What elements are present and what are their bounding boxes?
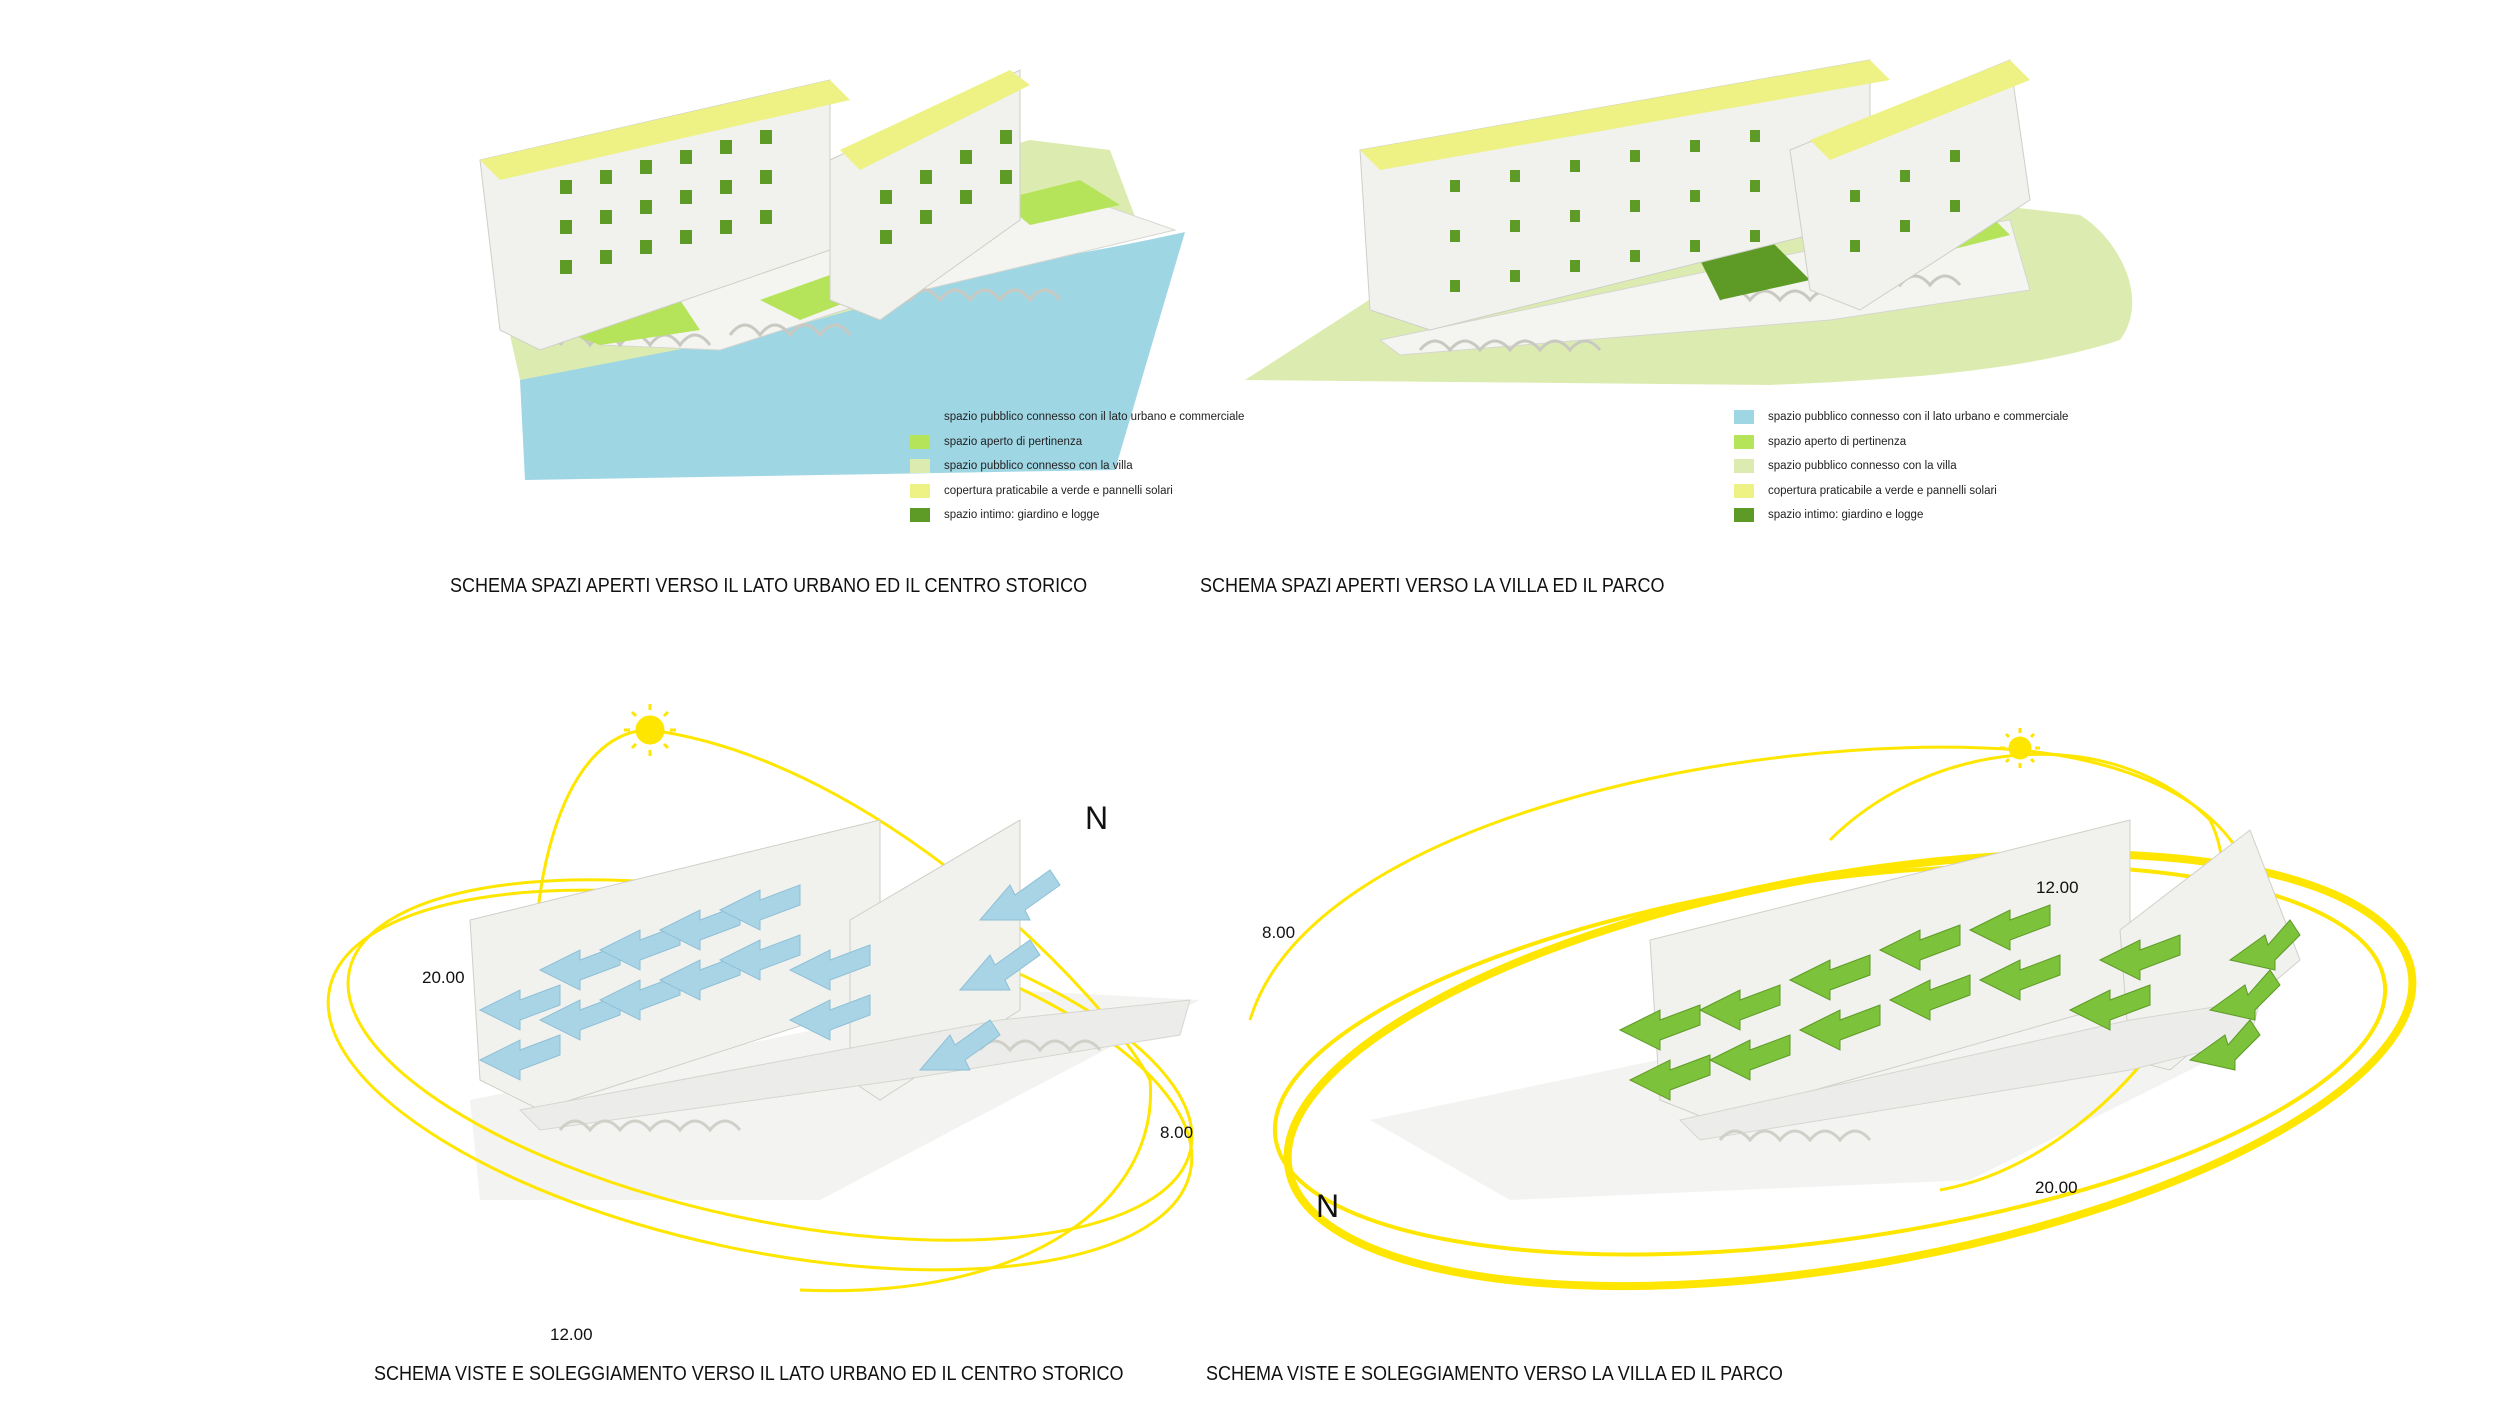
legend-label: copertura praticabile a verde e pannelli… <box>944 484 1173 497</box>
green-roof-right <box>1810 60 2030 160</box>
legend-item: copertura praticabile a verde e pannelli… <box>910 479 1244 504</box>
green-roof-left <box>1360 60 1890 170</box>
loggia-grid-left <box>560 130 772 274</box>
loggia-grid-right <box>1850 150 1960 252</box>
swatch-pertinence <box>1734 434 1754 449</box>
loggia-grid-right <box>880 130 1012 244</box>
north-label: N <box>1316 1188 1340 1224</box>
north-label: N <box>1085 800 1109 836</box>
pertinence-lawn <box>560 300 700 345</box>
hour-label-12: 12.00 <box>550 1325 593 1344</box>
swatch-intimate-space <box>1734 508 1754 523</box>
caption-bottom-right: SCHEMA VISTE E SOLEGGIAMENTO VERSO LA VI… <box>1206 1363 1783 1385</box>
sun-path-arc <box>1828 752 2225 1192</box>
legend-item: spazio intimo: giardino e logge <box>910 503 1244 528</box>
legend-item: spazio pubblico connesso con la villa <box>1734 454 2068 479</box>
villa-sun-path-model <box>1248 728 2417 1291</box>
podium <box>518 999 1191 1131</box>
hour-label-20: 20.00 <box>422 968 465 987</box>
legend-item: spazio pubblico connesso con il lato urb… <box>1734 405 2068 430</box>
legend-label: spazio pubblico connesso con la villa <box>944 460 1133 473</box>
urban-sun-path-model <box>326 704 1200 1293</box>
sun-icon <box>2000 728 2040 768</box>
building-left <box>469 819 881 1111</box>
legend-item: spazio intimo: giardino e logge <box>1734 503 2068 528</box>
panel-bottom-right: N 8.00 12.00 20.00 SCHEMA VISTE E SOLEGG… <box>1206 640 2500 1404</box>
caption-top-right: SCHEMA SPAZI APERTI VERSO LA VILLA ED IL… <box>1200 575 1665 597</box>
swatch-green-roof <box>1734 483 1754 498</box>
swatch-villa-public <box>910 459 930 474</box>
legend-label: spazio intimo: giardino e logge <box>944 509 1100 522</box>
villa-open-space-model <box>1245 59 2133 385</box>
legend-top-right: spazio pubblico connesso con il lato urb… <box>1734 405 2068 528</box>
urban-open-space-model <box>479 69 1185 480</box>
hour-label-8: 8.00 <box>1160 1123 1194 1142</box>
podium-arches <box>1718 1129 1872 1143</box>
green-roof-left <box>480 80 850 180</box>
sun-path-horizon <box>1283 849 2417 1291</box>
sun-path-arc <box>649 728 1153 1293</box>
hour-label-8: 8.00 <box>1262 923 1296 942</box>
view-arrows-blue <box>478 869 1061 1081</box>
legend-label: spazio aperto di pertinenza <box>944 435 1083 448</box>
legend-label: spazio intimo: giardino e logge <box>1768 509 1924 522</box>
legend-label: spazio pubblico connesso con il lato urb… <box>1768 411 2069 424</box>
swatch-pertinence <box>910 434 930 449</box>
swatch-intimate-space <box>910 508 930 523</box>
pertinence-lawn <box>1000 180 1120 225</box>
panel-top-left: spazio pubblico connesso con il lato urb… <box>0 0 1250 640</box>
legend-item: copertura praticabile a verde e pannelli… <box>1734 479 2068 504</box>
urban-public-plaza <box>520 232 1185 480</box>
swatch-urban-public <box>1734 410 1754 425</box>
loggia-grid-left <box>1450 130 1760 292</box>
view-arrows-green <box>1618 904 2301 1101</box>
swatch-urban-public <box>910 410 930 425</box>
caption-bottom-left: SCHEMA VISTE E SOLEGGIAMENTO VERSO IL LA… <box>374 1363 1124 1385</box>
legend-item: spazio aperto di pertinenza <box>1734 430 2068 455</box>
legend-item: spazio pubblico connesso con la villa <box>910 454 1244 479</box>
panel-top-right: spazio pubblico connesso con il lato urb… <box>1200 0 2500 640</box>
hour-label-20: 20.00 <box>2035 1178 2078 1197</box>
caption-top-left: SCHEMA SPAZI APERTI VERSO IL LATO URBANO… <box>450 575 1088 597</box>
legend-label: spazio aperto di pertinenza <box>1768 435 1907 448</box>
swatch-villa-public <box>1734 459 1754 474</box>
panel-bottom-left: N 20.00 8.00 12.00 SCHEMA VISTE E SOLEGG… <box>0 640 1250 1404</box>
legend-item: spazio aperto di pertinenza <box>910 430 1244 455</box>
legend-label: copertura praticabile a verde e pannelli… <box>1768 484 1997 497</box>
swatch-green-roof <box>910 483 930 498</box>
podium-arches <box>558 1039 1102 1133</box>
legend-top-left: spazio pubblico connesso con il lato urb… <box>910 405 1244 528</box>
legend-item: spazio pubblico connesso con il lato urb… <box>910 405 1244 430</box>
sun-icon <box>624 704 676 756</box>
legend-label: spazio pubblico connesso con il lato urb… <box>944 411 1245 424</box>
green-roof-right <box>840 70 1030 170</box>
legend-label: spazio pubblico connesso con la villa <box>1768 460 1957 473</box>
hour-label-12: 12.00 <box>2036 878 2079 897</box>
